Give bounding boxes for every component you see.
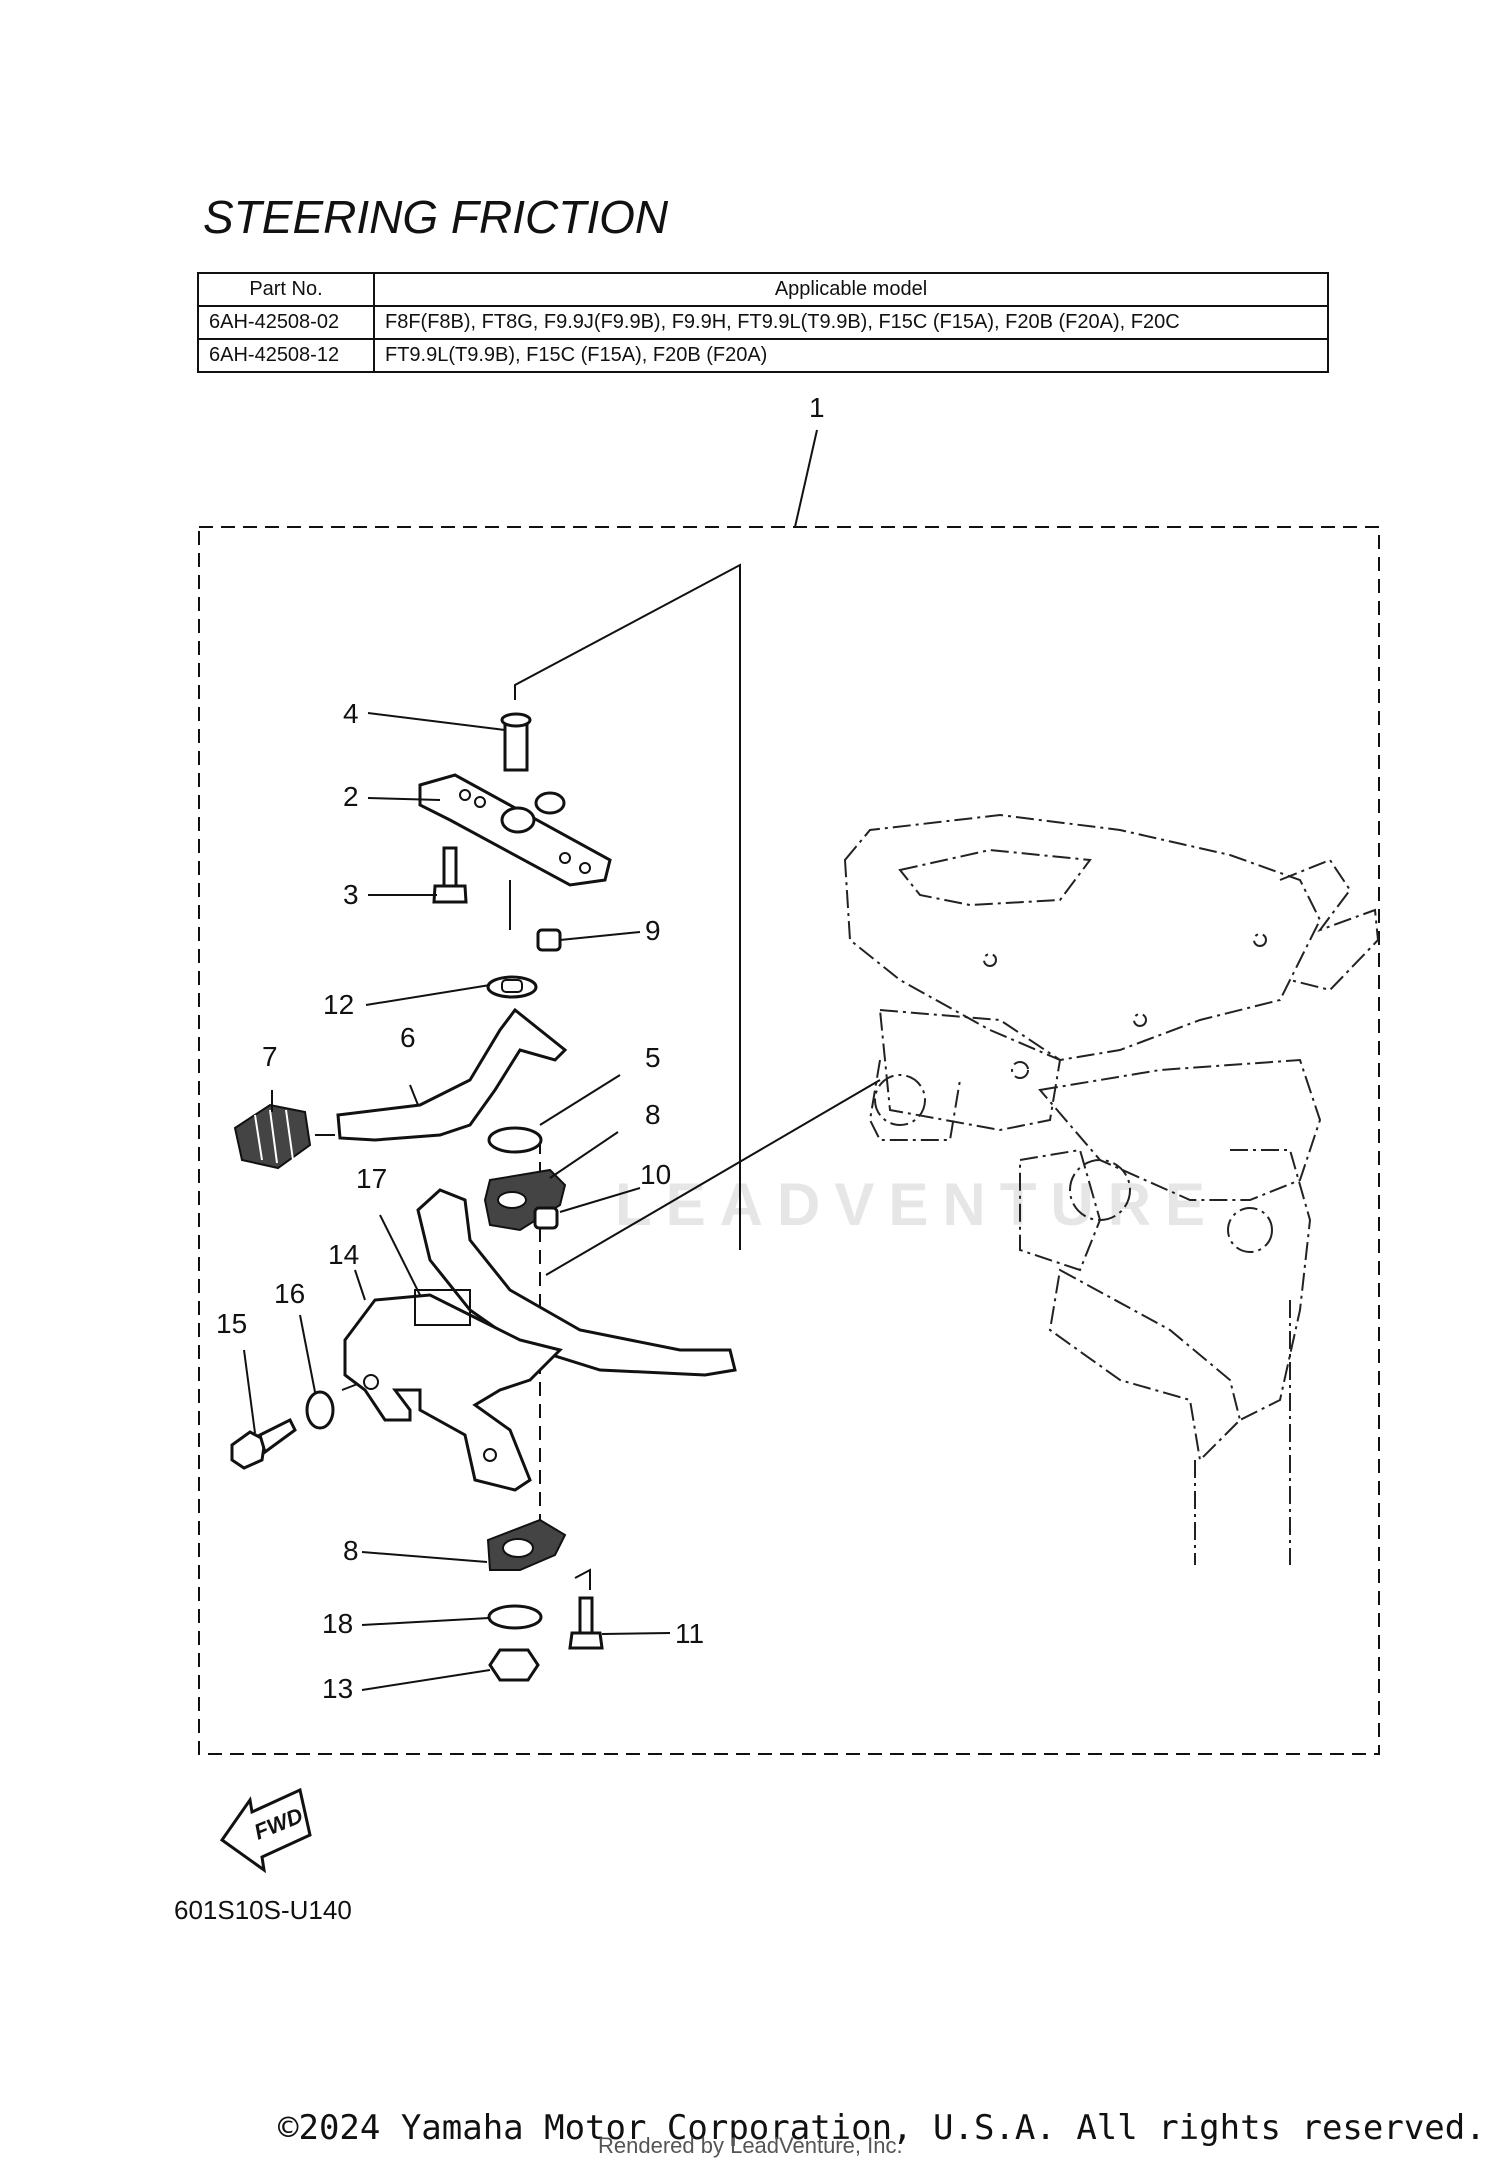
callout-4: 4 xyxy=(343,698,359,729)
callout-9: 9 xyxy=(645,915,661,946)
models-cell: F8F(F8B), FT8G, F9.9J(F9.9B), F9.9H, FT9… xyxy=(373,305,1329,340)
bolt-part-15 xyxy=(230,1417,297,1470)
guide-line-upper xyxy=(514,563,741,1250)
leader-line-1 xyxy=(794,429,818,528)
table-header-row: Part No. Applicable model xyxy=(197,272,1329,307)
collar-part-9 xyxy=(536,928,562,952)
header-applicable-model: Applicable model xyxy=(373,272,1329,307)
plate-part-2 xyxy=(418,773,612,887)
leader-lines xyxy=(243,712,671,1691)
part-number-cell: 6AH-42508-12 xyxy=(197,338,375,373)
diagram-code: 601S10S-U140 xyxy=(174,1895,352,1925)
callout-1: 1 xyxy=(809,392,825,423)
nut-part-13 xyxy=(488,1648,540,1682)
callout-3: 3 xyxy=(343,879,359,910)
table-row: 6AH-42508-12 FT9.9L(T9.9B), F15C (F15A),… xyxy=(197,338,1329,373)
table-row: 6AH-42508-02 F8F(F8B), FT8G, F9.9J(F9.9B… xyxy=(197,305,1329,340)
callout-8-lower: 8 xyxy=(343,1535,359,1566)
bolt-part-11 xyxy=(568,1596,604,1650)
guide-line-11 xyxy=(574,1568,591,1590)
callout-2: 2 xyxy=(343,781,359,812)
copyright-notice: ©2024 Yamaha Motor Corporation, U.S.A. A… xyxy=(278,2108,1486,2148)
washer-part-12 xyxy=(486,975,538,999)
friction-piece-part-8-lower xyxy=(486,1518,567,1571)
rendered-by-notice: Rendered by LeadVenture, Inc. xyxy=(598,2133,903,2158)
washer-part-16 xyxy=(305,1390,335,1430)
watermark: LEADVENTURE xyxy=(615,1171,1220,1238)
washer-part-18 xyxy=(487,1604,543,1630)
callout-15: 15 xyxy=(216,1308,247,1339)
assembly-boundary xyxy=(198,526,1380,1755)
callout-7: 7 xyxy=(262,1041,278,1072)
parts-table: Part No. Applicable model 6AH-42508-02 F… xyxy=(197,272,1329,373)
page-title: STEERING FRICTION xyxy=(203,191,669,243)
bolt-part-3 xyxy=(432,846,468,904)
collar-part-10 xyxy=(533,1206,559,1230)
callout-12: 12 xyxy=(323,989,354,1020)
callout-18: 18 xyxy=(322,1608,353,1639)
bracket-part-14 xyxy=(343,1289,563,1492)
guide-line-10 xyxy=(545,1079,881,1276)
callout-10: 10 xyxy=(640,1159,671,1190)
grip-part-7 xyxy=(233,1103,312,1170)
washer-part-5 xyxy=(487,1126,543,1154)
callout-11: 11 xyxy=(675,1618,704,1649)
fwd-arrow-icon: FWD xyxy=(219,1787,312,1874)
friction-piece-part-8-upper xyxy=(483,1168,567,1232)
part-number-cell: 6AH-42508-02 xyxy=(197,305,375,340)
lever-part-6 xyxy=(336,1007,568,1142)
callout-16: 16 xyxy=(274,1278,305,1309)
swivel-bracket-outline xyxy=(843,813,1380,1565)
callout-13: 13 xyxy=(322,1673,353,1704)
callout-17: 17 xyxy=(356,1163,387,1194)
bolt-part-4 xyxy=(500,712,532,772)
callout-14: 14 xyxy=(328,1239,359,1270)
callout-5: 5 xyxy=(645,1042,661,1073)
callout-8-upper: 8 xyxy=(645,1099,661,1130)
header-part-no: Part No. xyxy=(197,272,375,307)
callout-6: 6 xyxy=(400,1022,416,1053)
models-cell: FT9.9L(T9.9B), F15C (F15A), F20B (F20A) xyxy=(373,338,1329,373)
